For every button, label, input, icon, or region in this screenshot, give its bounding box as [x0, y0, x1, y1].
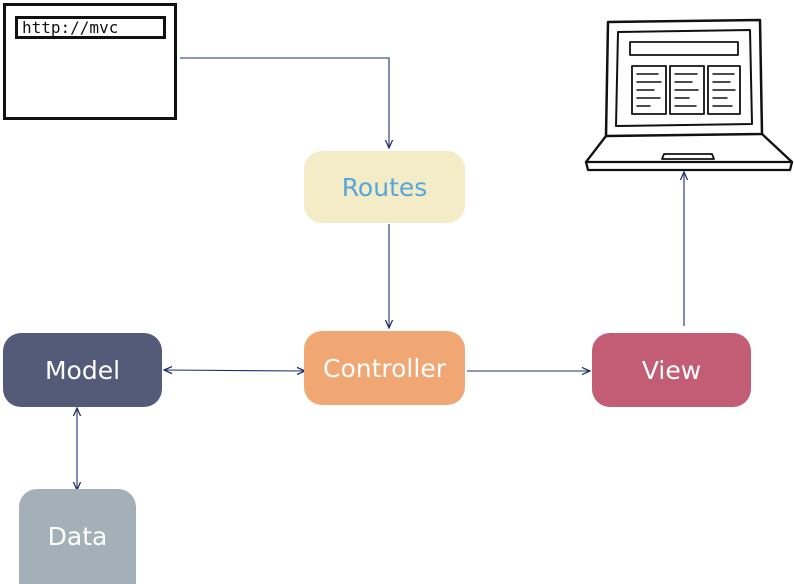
model-label: Model	[44, 355, 121, 385]
connector-browser-to-routes	[180, 57, 389, 148]
browser-window: http://mvc	[3, 3, 177, 120]
model-node: Model	[3, 333, 162, 407]
controller-node: Controller	[304, 331, 465, 405]
data-label: Data	[47, 522, 108, 551]
laptop-icon	[584, 18, 794, 172]
controller-label: Controller	[323, 353, 446, 383]
routes-node: Routes	[304, 151, 465, 223]
view-label: View	[641, 355, 702, 385]
url-bar[interactable]: http://mvc	[15, 16, 166, 39]
view-node: View	[592, 333, 751, 407]
data-node: Data	[19, 489, 136, 584]
routes-label: Routes	[341, 172, 428, 202]
connector-controller-model	[164, 370, 305, 371]
